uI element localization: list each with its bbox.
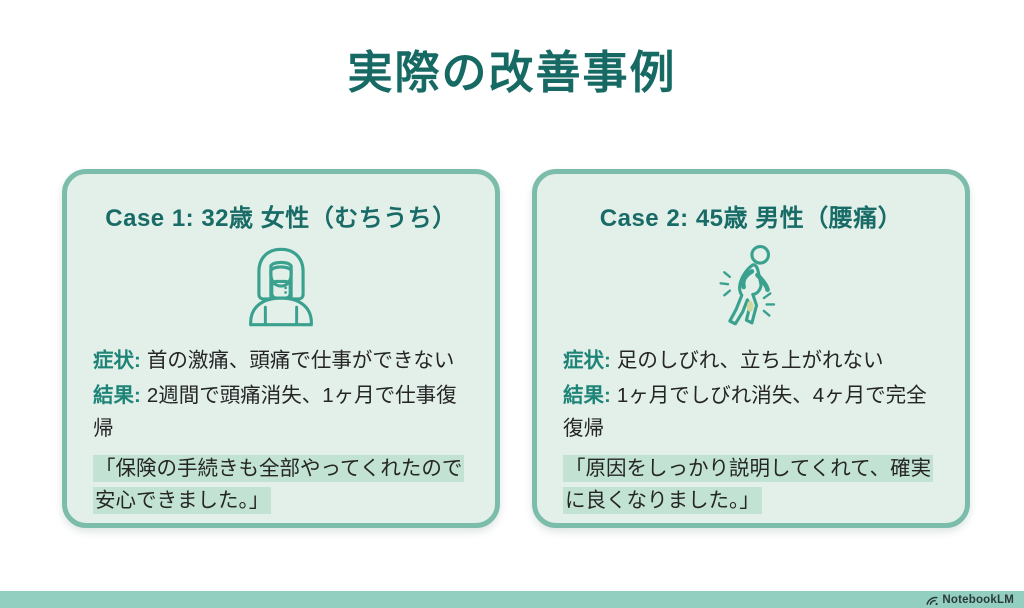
case-1-icon-wrap (93, 241, 469, 337)
symptom-text: 足のしびれ、立ち上がれない (616, 349, 884, 372)
footer-brand-label: NotebookLM (942, 593, 1014, 606)
case-2-result: 結果:1ヶ月でしびれ消失、4ヶ月で完全復帰 (563, 380, 939, 446)
notebooklm-logo-icon (926, 594, 939, 606)
case-1-quote: 「保険の手続きも全部やってくれたので安心できました。」 (93, 453, 469, 517)
case-2-quote: 「原因をしっかり説明してくれて、確実に良くなりました。」 (563, 453, 939, 517)
case-2-symptom: 症状:足のしびれ、立ち上がれない (563, 345, 939, 378)
case-1-details: 症状:首の激痛、頭痛で仕事ができない 結果:2週間で頭痛消失、1ヶ月で仕事復帰 (93, 345, 469, 445)
woman-neck-brace-icon (235, 241, 327, 338)
result-text: 2週間で頭痛消失、1ヶ月で仕事復帰 (93, 383, 457, 440)
case-card-2: Case 2: 45歳 男性（腰痛） (532, 169, 970, 528)
case-cards-row: Case 1: 32歳 女性（むちうち） (62, 169, 970, 528)
case-1-title: Case 1: 32歳 女性（むちうち） (105, 205, 457, 232)
symptom-label: 症状: (93, 349, 141, 372)
case-1-symptom: 症状:首の激痛、頭痛で仕事ができない (93, 345, 469, 378)
case-2-details: 症状:足のしびれ、立ち上がれない 結果:1ヶ月でしびれ消失、4ヶ月で完全復帰 (563, 345, 939, 445)
result-label: 結果: (563, 383, 611, 407)
symptom-label: 症状: (563, 349, 611, 372)
case-2-icon-wrap (563, 241, 939, 337)
quote-highlight-text: 「原因をしっかり説明してくれて、確実に良くなりました。」 (563, 455, 934, 515)
result-text: 1ヶ月でしびれ消失、4ヶ月で完全復帰 (563, 383, 927, 440)
quote-highlight-text: 「保険の手続きも全部やってくれたので安心できました。」 (93, 455, 465, 515)
page-title: 実際の改善事例 (347, 47, 677, 98)
case-2-title: Case 2: 45歳 男性（腰痛） (599, 205, 903, 232)
man-back-pain-icon (705, 241, 797, 338)
result-label: 結果: (93, 383, 141, 407)
case-1-result: 結果:2週間で頭痛消失、1ヶ月で仕事復帰 (93, 380, 469, 446)
slide: 実際の改善事例 Case 1: 32歳 女性（むちうち） (0, 36, 1024, 608)
footer-bar: NotebookLM (0, 591, 1024, 608)
case-card-1: Case 1: 32歳 女性（むちうち） (62, 169, 500, 528)
symptom-text: 首の激痛、頭痛で仕事ができない (146, 349, 455, 372)
